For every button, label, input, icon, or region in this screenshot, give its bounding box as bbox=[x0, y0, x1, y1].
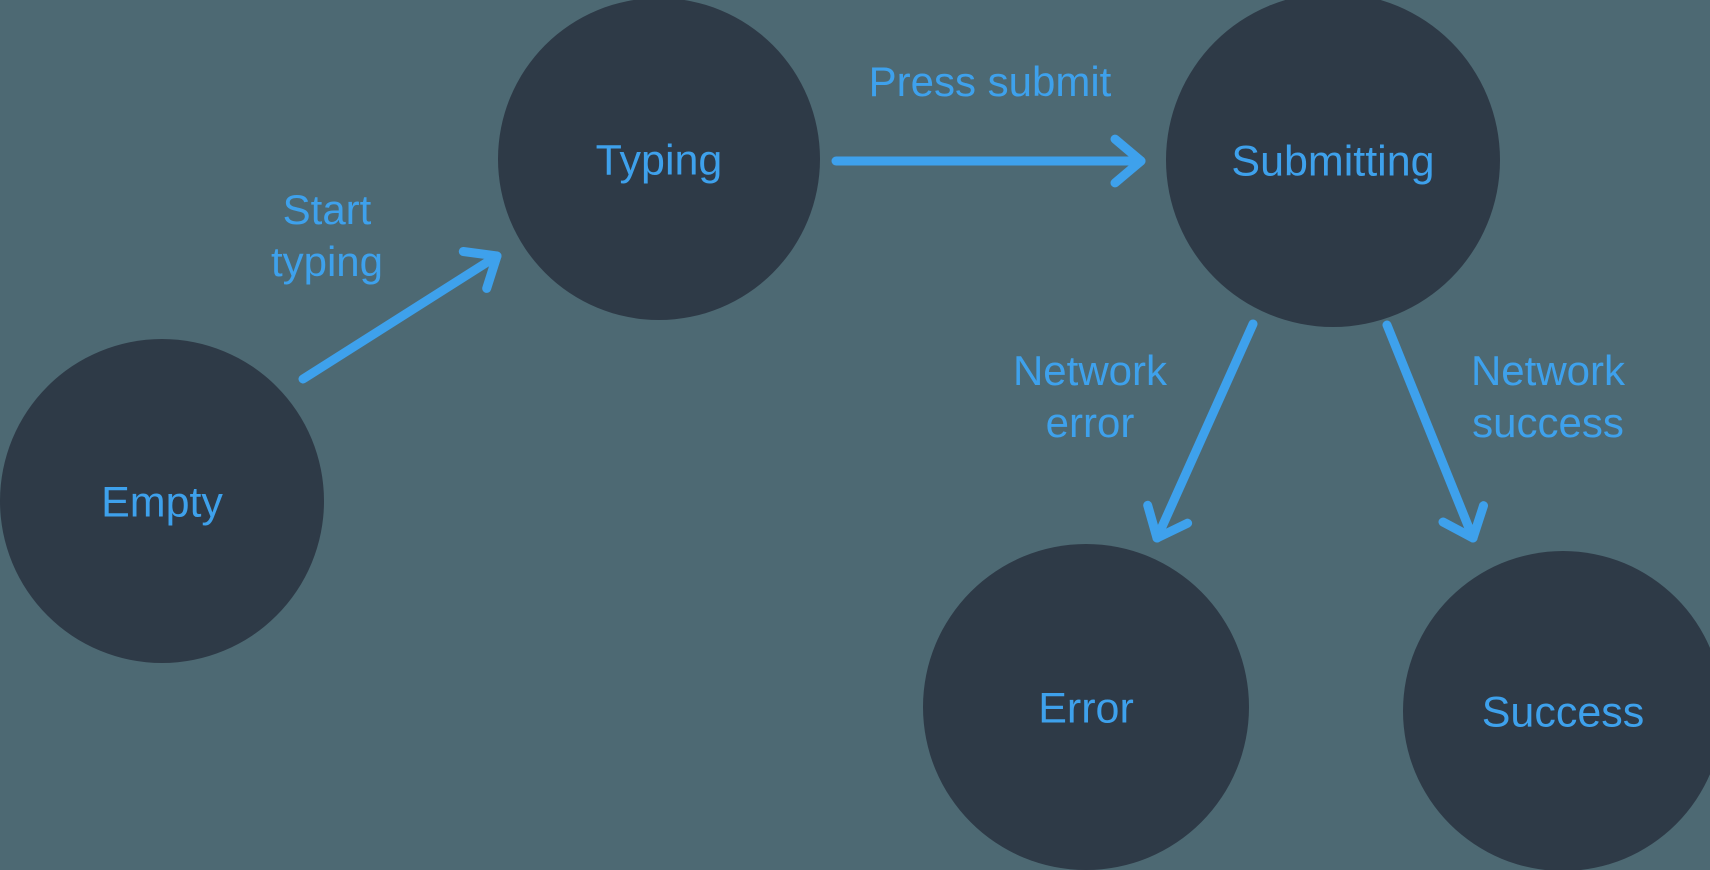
arrowhead-icon bbox=[1110, 134, 1146, 188]
transition-label: error bbox=[1046, 399, 1135, 446]
transition-start-typing: Start typing bbox=[271, 186, 502, 384]
state-label: Success bbox=[1482, 688, 1645, 736]
transition-arrow-shaft bbox=[1152, 319, 1258, 543]
arrowhead-icon bbox=[1438, 501, 1488, 543]
transition-label: success bbox=[1472, 399, 1624, 446]
transition-label: Press submit bbox=[869, 58, 1112, 105]
transition-label: Network bbox=[1471, 347, 1626, 394]
state-node-error: Error bbox=[923, 544, 1249, 870]
state-node-submitting: Submitting bbox=[1166, 0, 1500, 327]
transition-arrow-shaft bbox=[298, 251, 502, 384]
transition-label: Start bbox=[283, 186, 372, 233]
transition-network-error: Network error bbox=[1013, 319, 1258, 543]
state-label: Error bbox=[1038, 684, 1134, 732]
state-node-typing: Typing bbox=[498, 0, 820, 320]
state-label: Empty bbox=[101, 478, 223, 526]
transition-label: typing bbox=[271, 238, 383, 285]
state-circle bbox=[1403, 551, 1710, 870]
state-circle bbox=[1166, 0, 1500, 327]
state-label: Submitting bbox=[1231, 137, 1434, 185]
state-label: Typing bbox=[596, 136, 723, 184]
transition-label: Network bbox=[1013, 347, 1168, 394]
state-circle bbox=[498, 0, 820, 320]
arrowhead-icon bbox=[458, 247, 502, 293]
arrowhead-icon bbox=[1143, 500, 1193, 543]
transition-network-success: Network success bbox=[1382, 320, 1626, 543]
transition-arrow-shaft bbox=[1382, 320, 1478, 543]
state-circle bbox=[0, 339, 324, 663]
state-node-success: Success bbox=[1403, 551, 1710, 870]
state-node-empty: Empty bbox=[0, 339, 324, 663]
transition-press-submit: Press submit bbox=[831, 58, 1146, 188]
state-circle bbox=[923, 544, 1249, 870]
